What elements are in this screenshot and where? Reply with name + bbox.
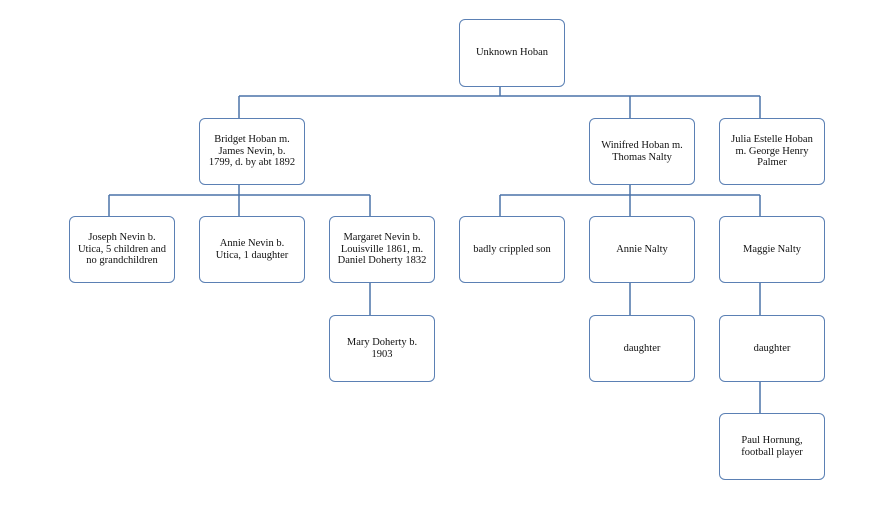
node-badly-crippled-son: badly crippled son — [459, 216, 565, 283]
node-label: Mary Doherty b. 1903 — [346, 337, 418, 360]
node-bridget-hoban: Bridget Hoban m. James Nevin, b. 1799, d… — [199, 118, 305, 185]
node-maggie-nalty: Maggie Nalty — [719, 216, 825, 283]
node-label: Paul Hornung, football player — [741, 435, 803, 458]
node-label: Julia Estelle Hoban m. George Henry Palm… — [731, 134, 813, 169]
node-margaret-nevin: Margaret Nevin b. Louisville 1861, m. Da… — [329, 216, 435, 283]
node-annie-nalty: Annie Nalty — [589, 216, 695, 283]
node-julia-estelle-hoban: Julia Estelle Hoban m. George Henry Palm… — [719, 118, 825, 185]
node-label: badly crippled son — [473, 243, 551, 255]
node-winifred-hoban: Winifred Hoban m. Thomas Nalty — [589, 118, 695, 185]
node-label: Joseph Nevin b. Utica, 5 children and no… — [77, 232, 167, 267]
node-label: Annie Nalty — [616, 243, 668, 255]
node-annie-nevin: Annie Nevin b. Utica, 1 daughter — [199, 216, 305, 283]
node-paul-hornung: Paul Hornung, football player — [719, 413, 825, 480]
node-unknown-hoban: Unknown Hoban — [459, 19, 565, 87]
node-label: Maggie Nalty — [742, 243, 802, 255]
node-label: Bridget Hoban m. James Nevin, b. 1799, d… — [208, 134, 296, 169]
node-maggie-nalty-daughter: daughter — [719, 315, 825, 382]
node-label: daughter — [623, 342, 661, 354]
node-label: daughter — [753, 342, 791, 354]
node-label: Annie Nevin b. Utica, 1 daughter — [215, 238, 289, 261]
node-annie-nalty-daughter: daughter — [589, 315, 695, 382]
node-joseph-nevin: Joseph Nevin b. Utica, 5 children and no… — [69, 216, 175, 283]
node-label: Margaret Nevin b. Louisville 1861, m. Da… — [337, 232, 427, 267]
node-label: Winifred Hoban m. Thomas Nalty — [601, 140, 683, 163]
node-mary-doherty: Mary Doherty b. 1903 — [329, 315, 435, 382]
node-label: Unknown Hoban — [475, 47, 549, 59]
